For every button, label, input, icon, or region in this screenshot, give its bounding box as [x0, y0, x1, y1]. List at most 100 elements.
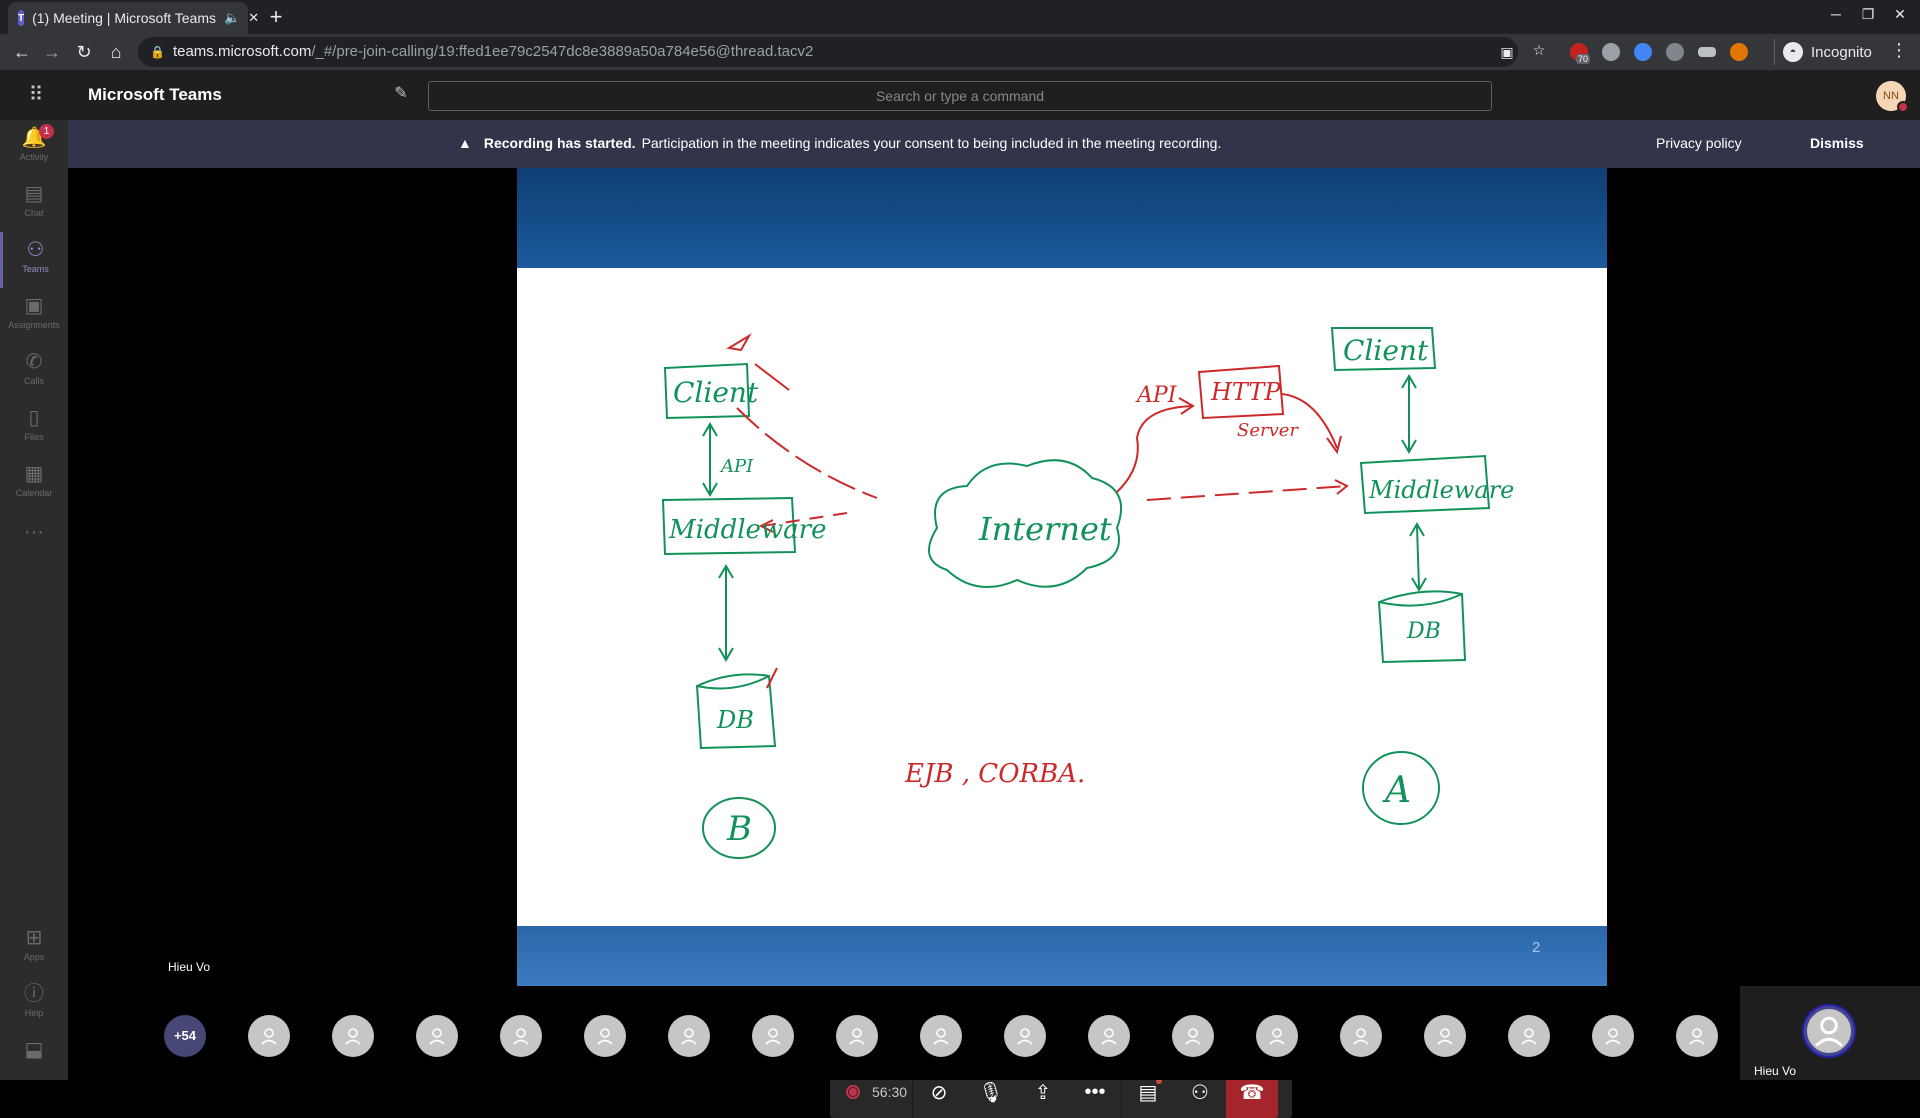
extension-icon[interactable] [1698, 47, 1716, 57]
address-bar[interactable]: 🔒 teams.microsoft.com/_#/pre-join-callin… [138, 37, 1518, 67]
share-screen-icon[interactable]: ⇪ [1034, 1081, 1052, 1104]
person-icon [513, 1028, 529, 1045]
extension-icon[interactable] [1634, 43, 1652, 61]
http-api-label: API [1135, 383, 1178, 408]
extension-icon[interactable] [1666, 43, 1684, 61]
rail-item-chat[interactable]: ▤ Chat [0, 176, 68, 232]
participant-avatar[interactable] [584, 1015, 626, 1057]
participant-avatar[interactable] [248, 1015, 290, 1057]
mic-off-icon[interactable]: 🎙 [978, 1081, 1004, 1104]
extension-icon[interactable] [1602, 43, 1620, 61]
self-video-tile[interactable]: Hieu Vo [1740, 986, 1920, 1080]
left-db-cylinder [695, 673, 777, 750]
extension-badge: 70 [1576, 54, 1591, 64]
participant-avatar[interactable] [1592, 1015, 1634, 1057]
person-icon [1185, 1028, 1201, 1045]
participant-avatar[interactable] [332, 1015, 374, 1057]
home-icon[interactable]: ⌂ [110, 42, 122, 62]
minimize-icon[interactable]: ─ [1831, 6, 1841, 22]
more-actions-icon[interactable]: ••• [1084, 1080, 1106, 1103]
rail-label: Activity [19, 152, 49, 162]
app-launcher-icon[interactable]: ⠿ [28, 84, 44, 106]
rail-label: Calls [23, 376, 44, 386]
person-icon [1437, 1028, 1453, 1045]
browser-menu-icon[interactable]: ⋮ [1890, 40, 1908, 60]
browser-toolbar: ← → ↻ ⌂ 🔒 teams.microsoft.com/_#/pre-joi… [0, 34, 1920, 70]
participant-avatar[interactable] [836, 1015, 878, 1057]
right-db-cylinder [1377, 590, 1467, 664]
participant-avatar[interactable] [1508, 1015, 1550, 1057]
bookmark-star-icon[interactable]: ☆ [1532, 42, 1546, 58]
help-icon: ⓘ [24, 983, 44, 1005]
new-tab-button[interactable]: + [269, 4, 283, 29]
shared-slide: 2 [517, 168, 1607, 986]
close-window-icon[interactable]: ✕ [1894, 6, 1906, 22]
chat-toggle-icon[interactable]: ▤ [1122, 1066, 1174, 1118]
bell-icon: 🔔 [21, 127, 47, 149]
participant-avatar[interactable] [920, 1015, 962, 1057]
rail-item-files[interactable]: ▯ Files [0, 400, 68, 456]
new-chat-icon[interactable]: ✎ [394, 85, 408, 102]
participants-icon[interactable]: ⚇ [1191, 1081, 1209, 1104]
person-icon [1521, 1028, 1537, 1045]
circle-b [702, 797, 776, 859]
forward-arrow-icon[interactable]: → [43, 42, 61, 62]
dismiss-button[interactable]: Dismiss [1810, 135, 1864, 151]
person-icon [681, 1028, 697, 1045]
rail-item-apps[interactable]: ⊞ Apps [0, 920, 68, 976]
divider [912, 1066, 913, 1118]
reload-icon[interactable]: ↻ [76, 42, 92, 62]
more-apps-icon[interactable]: ··· [24, 521, 44, 543]
browser-tabbar: T (1) Meeting | Microsoft Teams 🔈 ✕ + ─ … [0, 0, 1920, 34]
participant-avatar[interactable] [1676, 1015, 1718, 1057]
chat-icon: ▤ [24, 183, 44, 205]
participant-avatar[interactable] [1256, 1015, 1298, 1057]
rail-item-help[interactable]: ⓘ Help [0, 976, 68, 1032]
circle-a [1362, 751, 1440, 825]
incognito-icon: ◓ [1783, 42, 1803, 62]
restore-icon[interactable]: ❐ [1861, 6, 1875, 22]
divider [1121, 1066, 1122, 1118]
browser-tab[interactable]: T (1) Meeting | Microsoft Teams 🔈 ✕ [8, 2, 259, 34]
activity-badge: 1 [39, 124, 54, 139]
participant-avatar[interactable] [1340, 1015, 1382, 1057]
download-app-icon[interactable]: ⬓ [24, 1039, 44, 1061]
teams-favicon-icon: T [18, 10, 25, 26]
participant-avatar[interactable] [1172, 1015, 1214, 1057]
rail-item-calendar[interactable]: ▦ Calendar [0, 456, 68, 512]
left-db-label: DB [716, 706, 754, 734]
back-arrow-icon[interactable]: ← [13, 42, 31, 62]
rail-item-assignments[interactable]: ▣ Assignments [0, 288, 68, 344]
internet-cloud [928, 459, 1122, 588]
lock-icon: 🔒 [150, 45, 165, 59]
rail-label: Calendar [15, 488, 53, 498]
participant-avatar[interactable] [1424, 1015, 1466, 1057]
participant-avatar[interactable] [752, 1015, 794, 1057]
rail-item-activity[interactable]: 🔔 Activity 1 [0, 120, 68, 176]
rail-label: Apps [23, 952, 45, 962]
person-icon [1689, 1028, 1705, 1045]
camera-off-icon[interactable]: ⊘ [930, 1081, 948, 1104]
close-tab-icon[interactable]: ✕ [248, 10, 260, 25]
more-participants-button[interactable]: +54 [164, 1015, 206, 1057]
camera-blocked-icon[interactable]: ▣ [1500, 44, 1514, 60]
rail-label: Assignments [8, 320, 60, 330]
presence-status-icon [1897, 101, 1909, 113]
profile-label: Incognito [1811, 43, 1872, 61]
extension-icon[interactable] [1730, 43, 1748, 61]
participant-avatar[interactable] [500, 1015, 542, 1057]
participant-avatar[interactable] [668, 1015, 710, 1057]
warning-icon: ▲ [458, 135, 472, 151]
participant-avatar[interactable] [1004, 1015, 1046, 1057]
tab-title: (1) Meeting | Microsoft Teams [32, 10, 216, 26]
privacy-policy-link[interactable]: Privacy policy [1656, 135, 1742, 151]
rail-item-teams[interactable]: ⚇ Teams [0, 232, 68, 288]
speaker-icon[interactable]: 🔈 [224, 10, 241, 25]
rail-item-calls[interactable]: ✆ Calls [0, 344, 68, 400]
incognito-profile[interactable]: ◓ Incognito [1774, 39, 1880, 65]
participants-strip: +54 Hieu Vo [68, 986, 1920, 1080]
search-input[interactable]: Search or type a command [428, 81, 1492, 111]
participant-avatar[interactable] [1088, 1015, 1130, 1057]
left-client-box [663, 362, 751, 420]
participant-avatar[interactable] [416, 1015, 458, 1057]
